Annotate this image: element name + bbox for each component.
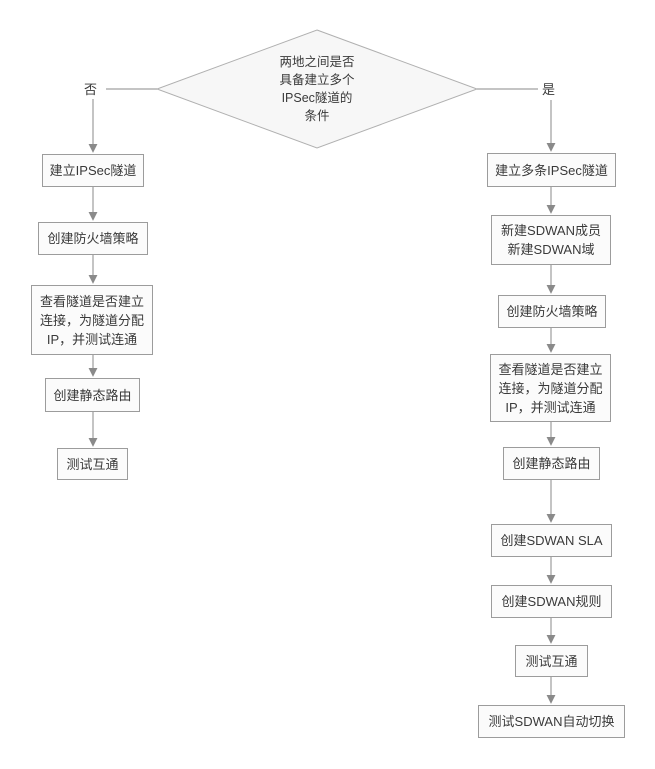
process-box-no-2: 创建防火墙策略: [38, 222, 148, 255]
process-box-no-4: 创建静态路由: [45, 378, 140, 412]
process-box-yes-3: 创建防火墙策略: [498, 295, 606, 328]
process-box-yes-4: 查看隧道是否建立 连接，为隧道分配 IP，并测试连通: [490, 354, 611, 422]
process-box-yes-8: 测试互通: [515, 645, 588, 677]
process-box-yes-1: 建立多条IPSec隧道: [487, 153, 616, 187]
branch-label-yes: 是: [542, 82, 556, 97]
process-box-no-1: 建立IPSec隧道: [42, 154, 144, 187]
process-box-yes-9: 测试SDWAN自动切换: [478, 705, 625, 738]
process-box-yes-7: 创建SDWAN规则: [491, 585, 612, 618]
process-box-no-5: 测试互通: [57, 448, 128, 480]
branch-label-no: 否: [84, 82, 98, 97]
decision-node-text: 两地之间是否 具备建立多个 IPSec隧道的 条件: [279, 55, 355, 123]
process-box-yes-6: 创建SDWAN SLA: [491, 524, 612, 557]
decision-diamond: [155, 29, 479, 149]
process-box-yes-5: 创建静态路由: [503, 447, 600, 480]
process-box-no-3: 查看隧道是否建立 连接，为隧道分配 IP，并测试连通: [31, 285, 153, 355]
process-box-yes-2: 新建SDWAN成员 新建SDWAN域: [491, 215, 611, 265]
